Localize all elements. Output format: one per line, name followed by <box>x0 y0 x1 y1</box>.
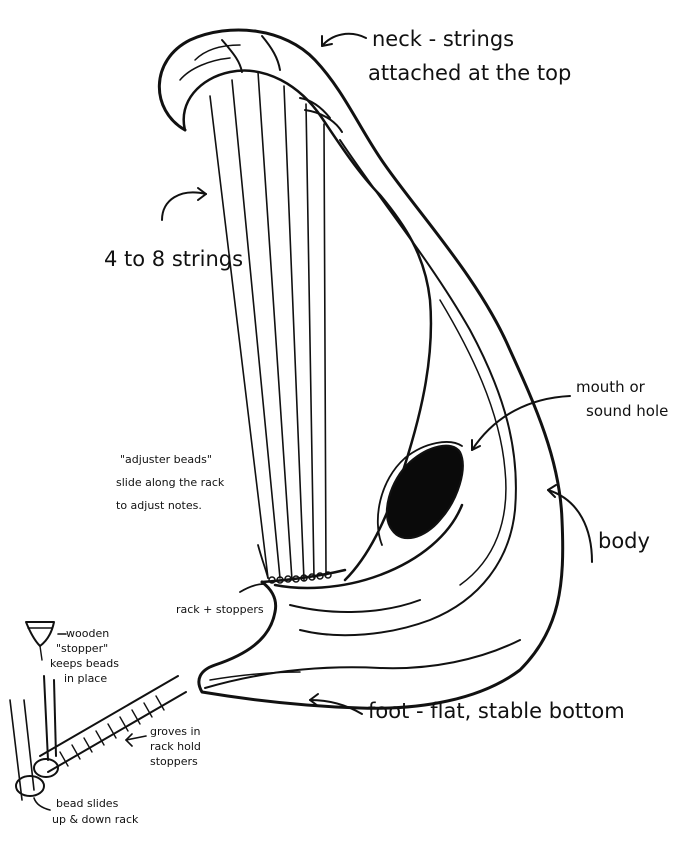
neck-band <box>221 39 243 73</box>
label-mouth-line2: sound hole <box>586 402 669 420</box>
inset-stopper-post <box>53 679 57 757</box>
label-grooves-line2: rack hold <box>150 740 201 753</box>
arrow-rack <box>257 544 269 579</box>
arrow-body <box>547 489 593 563</box>
label-beads-line1: "adjuster beads" <box>120 453 212 466</box>
neck-band <box>261 35 281 71</box>
arrow-grooves <box>125 735 147 741</box>
neck-band <box>194 44 241 61</box>
arrow-mouth <box>471 395 571 451</box>
label-foot: foot - flat, stable bottom <box>368 699 625 723</box>
label-rack: rack + stoppers <box>176 603 264 616</box>
label-grooves-line3: stoppers <box>150 755 198 768</box>
arrow-body-head <box>547 484 557 498</box>
inset-bead <box>15 775 45 797</box>
inset-rack-grooves <box>59 695 165 767</box>
bead <box>292 575 300 583</box>
stopper-sketch <box>25 621 55 647</box>
string <box>283 85 305 581</box>
inset-bead <box>33 758 59 778</box>
inset-string <box>23 699 35 791</box>
inset-string <box>9 699 23 801</box>
lyre-outline <box>157 28 565 710</box>
arrow-stopper-tip <box>39 645 43 661</box>
label-neck-line2: attached at the top <box>368 61 572 85</box>
bead <box>268 576 276 584</box>
cavity-curve <box>289 599 421 613</box>
label-stopper-line3: keeps beads <box>50 657 119 670</box>
foot-contour <box>204 639 521 689</box>
label-bead-line1: bead slides <box>56 797 119 810</box>
foot-contour <box>209 671 301 681</box>
label-body: body <box>598 529 650 553</box>
arrow-rack <box>239 583 265 593</box>
label-beads-line2: slide along the rack <box>116 476 225 489</box>
neck-band <box>304 109 343 133</box>
label-stopper-line1: wooden <box>66 627 110 640</box>
label-bead-line2: up & down rack <box>52 813 139 826</box>
arrow-neck-head <box>321 35 333 47</box>
bead <box>316 572 324 580</box>
label-stopper-line4: in place <box>64 672 108 685</box>
arrow-foot <box>309 699 363 715</box>
label-stopper-line2: "stopper" <box>56 642 109 655</box>
inset-stopper-post <box>43 675 49 761</box>
label-neck-line1: neck - strings <box>372 27 515 51</box>
bead <box>308 573 316 581</box>
body-contour <box>439 299 507 586</box>
arrow-foot-head <box>309 693 319 707</box>
rack <box>260 568 347 584</box>
inset-rack <box>47 691 187 773</box>
string <box>257 71 293 581</box>
arrow-mouth-head <box>471 439 481 451</box>
bead <box>324 571 332 579</box>
arrow-strings <box>161 191 207 221</box>
rack-beads <box>268 571 332 584</box>
label-strings: 4 to 8 strings <box>104 247 244 271</box>
neck-band <box>299 97 331 119</box>
bead <box>276 576 284 584</box>
sound-hole <box>385 444 464 540</box>
sound-hole-rim <box>376 441 463 546</box>
string <box>209 95 269 579</box>
bead <box>300 574 308 582</box>
label-beads-line3: to adjust notes. <box>116 499 202 512</box>
cavity-curve <box>273 503 464 590</box>
inset-rack <box>39 675 179 757</box>
bead <box>284 575 292 583</box>
string <box>231 79 281 579</box>
body-contour <box>299 139 517 637</box>
arrow-neck <box>321 32 367 47</box>
arrow-bead <box>33 797 51 811</box>
string <box>323 123 327 576</box>
label-mouth-line1: mouth or <box>576 378 645 396</box>
string <box>305 103 315 579</box>
arrow-strings-head <box>197 187 207 201</box>
neck-band <box>179 57 231 81</box>
arrow-grooves-head <box>125 733 133 747</box>
label-grooves-line1: groves in <box>150 725 201 738</box>
